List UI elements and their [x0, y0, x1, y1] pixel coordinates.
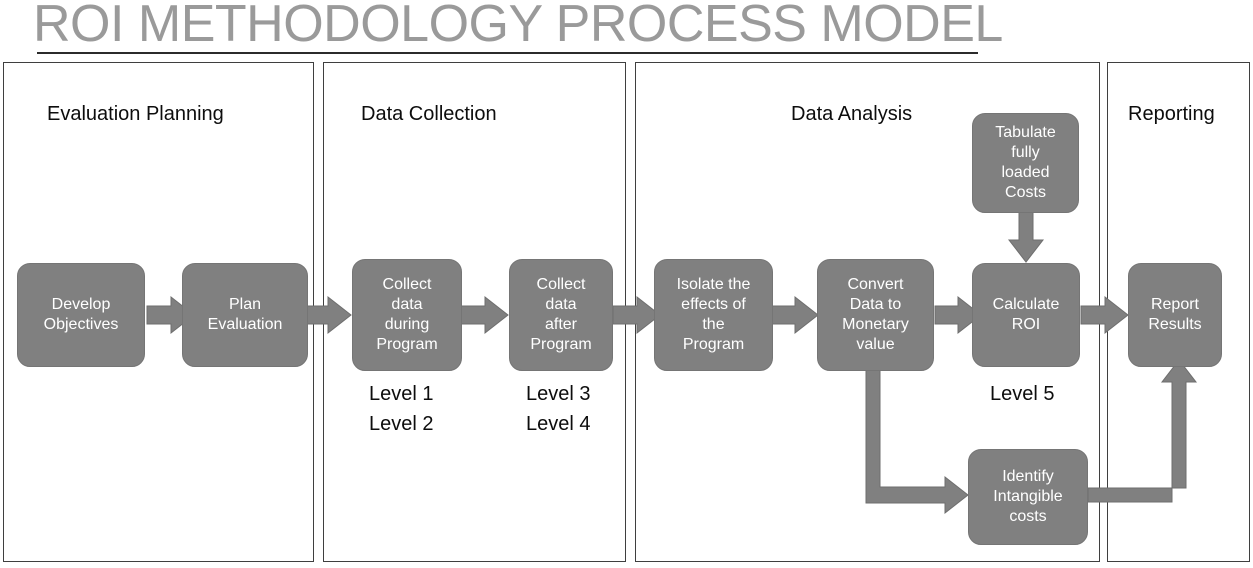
step-box-develop-objectives[interactable]: Develop Objectives [17, 263, 145, 367]
level-label-collect-during: Level 1 Level 2 [369, 383, 434, 435]
level-label-collect-after: Level 3 Level 4 [526, 383, 591, 435]
phase-title-data-collection: Data Collection [361, 103, 497, 125]
step-box-tabulate-fully-loaded-costs[interactable]: Tabulate fully loaded Costs [972, 113, 1079, 213]
step-box-collect-data-during-program[interactable]: Collect data during Program [352, 259, 462, 371]
step-box-identify-intangible-costs[interactable]: Identify Intangible costs [968, 449, 1088, 545]
phase-title-evaluation-planning: Evaluation Planning [47, 103, 224, 125]
title-underline-rule [37, 52, 978, 54]
step-box-collect-data-after-program[interactable]: Collect data after Program [509, 259, 613, 371]
step-box-convert-data-to-monetary-value[interactable]: Convert Data to Monetary value [817, 259, 934, 371]
step-box-plan-evaluation[interactable]: Plan Evaluation [182, 263, 308, 367]
level-label-calculate-roi: Level 5 [990, 383, 1055, 405]
page-title: ROI METHODOLOGY PROCESS MODEL [33, 0, 1003, 53]
step-box-isolate-effects-of-program[interactable]: Isolate the effects of the Program [654, 259, 773, 371]
phase-title-data-analysis: Data Analysis [791, 103, 913, 125]
step-box-report-results[interactable]: Report Results [1128, 263, 1222, 367]
step-box-calculate-roi[interactable]: Calculate ROI [972, 263, 1080, 367]
phase-title-reporting: Reporting [1128, 103, 1215, 125]
